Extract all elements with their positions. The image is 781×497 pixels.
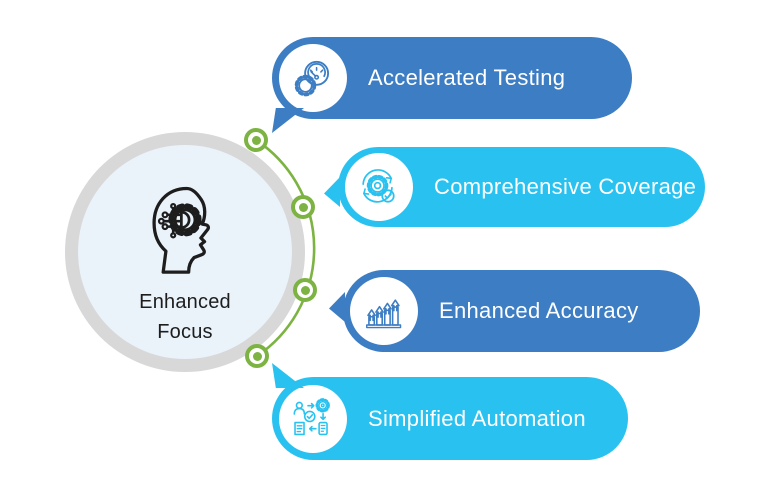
bubble-label: Accelerated Testing bbox=[368, 65, 566, 90]
bubble-label: Comprehensive Coverage bbox=[434, 174, 697, 199]
bubble-tail bbox=[272, 363, 304, 388]
bubble-accelerated-testing: Accelerated Testing bbox=[272, 37, 632, 133]
connector-dot bbox=[244, 128, 268, 152]
growth-bars-arrows-icon bbox=[366, 299, 402, 329]
bubble-label: Simplified Automation bbox=[368, 405, 586, 431]
bubble-simplified-automation: Simplified Automation bbox=[272, 363, 628, 460]
gear-sync-check-icon bbox=[362, 169, 395, 203]
speedometer-gear-icon bbox=[294, 60, 330, 97]
connector-dot bbox=[291, 195, 315, 219]
automation-workflow-icon bbox=[293, 397, 330, 435]
bubble-enhanced-accuracy: Enhanced Accuracy bbox=[329, 270, 700, 352]
connector-dot bbox=[245, 344, 269, 368]
bubble-icon-circle bbox=[279, 44, 347, 112]
enhanced-focus-inner-circle: Enhanced Focus bbox=[78, 145, 292, 359]
bubble-icon-circle bbox=[350, 277, 418, 345]
bubble-icon-circle bbox=[345, 153, 413, 221]
bubble-tail bbox=[329, 292, 345, 322]
enhanced-focus-label-line1: Enhanced bbox=[139, 291, 231, 313]
enhanced-focus-label-line2: Focus bbox=[157, 321, 213, 343]
enhanced-focus-label: Enhanced Focus bbox=[78, 287, 292, 347]
bubble-label: Enhanced Accuracy bbox=[439, 298, 639, 323]
connector-dot bbox=[293, 278, 317, 302]
bubble-icon-circle bbox=[279, 384, 347, 453]
bubble-comprehensive-coverage: Comprehensive Coverage bbox=[324, 147, 705, 227]
bubble-tail bbox=[324, 177, 340, 207]
bubble-tail bbox=[272, 108, 304, 133]
enhanced-focus-circle: Enhanced Focus bbox=[65, 132, 305, 372]
head-circuit-gear-icon bbox=[152, 186, 210, 274]
